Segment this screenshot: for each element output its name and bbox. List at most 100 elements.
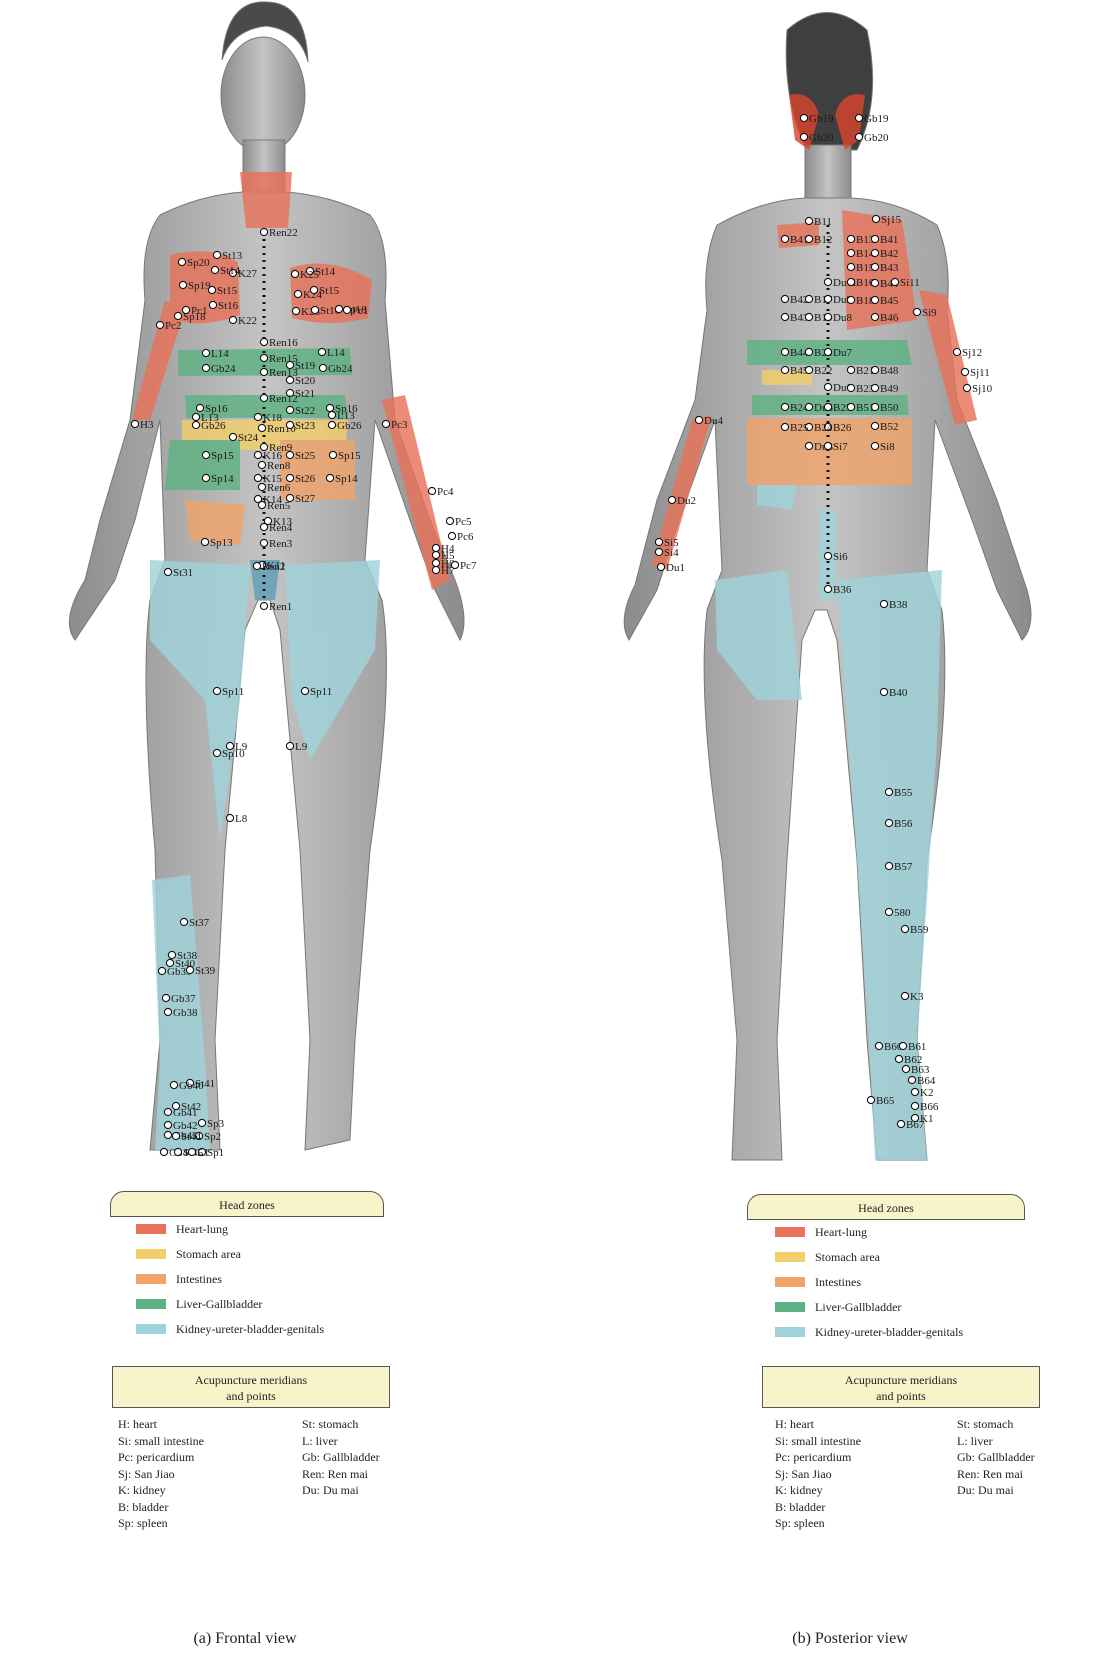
posterior-point-label: Si6 xyxy=(833,551,848,563)
frontal-point-marker xyxy=(198,1119,205,1126)
intestines-swatch-b xyxy=(775,1277,805,1287)
frontal-point-label: Ren16 xyxy=(269,337,298,349)
frontal-point-label: Sp11 xyxy=(310,686,332,698)
posterior-point-label: Si8 xyxy=(880,441,895,453)
frontal-point-label: Ren2 xyxy=(262,561,285,573)
frontal-point-label: L9 xyxy=(295,741,308,753)
posterior-point-marker xyxy=(891,278,898,285)
posterior-point-label: Du8 xyxy=(833,312,852,324)
frontal-point-label: St19 xyxy=(295,360,316,372)
posterior-point-label: Du4 xyxy=(704,415,723,427)
frontal-point-marker xyxy=(258,501,265,508)
abbr-left-a: H: heart Si: small intestine Pc: pericar… xyxy=(118,1416,204,1532)
posterior-point-marker xyxy=(847,403,854,410)
frontal-point-label: Gb40 xyxy=(179,1080,204,1092)
frontal-point-marker xyxy=(382,420,389,427)
frontal-point-label: L14 xyxy=(211,348,229,360)
frontal-point-marker xyxy=(260,354,267,361)
frontal-point-marker xyxy=(226,814,233,821)
frontal-point-label: Pc5 xyxy=(455,516,472,528)
frontal-point-marker xyxy=(170,1081,177,1088)
frontal-point-marker xyxy=(260,338,267,345)
frontal-point-label: St22 xyxy=(295,405,315,417)
posterior-point-marker xyxy=(805,217,812,224)
frontal-point-label: Sp15 xyxy=(338,450,361,462)
frontal-point-marker xyxy=(260,523,267,530)
posterior-point-label: Si11 xyxy=(900,277,920,289)
abbr-left-b: H: heart Si: small intestine Pc: pericar… xyxy=(775,1416,861,1532)
frontal-point-label: Pc4 xyxy=(437,486,454,498)
posterior-point-marker xyxy=(847,278,854,285)
posterior-point-marker xyxy=(655,548,662,555)
frontal-point-label: Gb24 xyxy=(211,363,236,375)
posterior-point-marker xyxy=(913,308,920,315)
posterior-point-label: Gb20 xyxy=(809,132,834,144)
intestines-swatch xyxy=(136,1274,166,1284)
posterior-point-label: B42 xyxy=(880,248,898,260)
posterior-point-marker xyxy=(902,1065,909,1072)
posterior-point-label: B50 xyxy=(880,402,899,414)
posterior-point-label: B36 xyxy=(833,584,852,596)
frontal-point-label: K25 xyxy=(300,269,319,281)
frontal-point-marker xyxy=(286,742,293,749)
posterior-point-label: K3 xyxy=(910,991,924,1003)
posterior-point-marker xyxy=(695,416,702,423)
posterior-point-marker xyxy=(871,235,878,242)
frontal-point-marker xyxy=(164,1131,171,1138)
frontal-point-label: K27 xyxy=(238,268,257,280)
posterior-point-label: B43 xyxy=(880,262,899,274)
posterior-point-marker xyxy=(871,366,878,373)
frontal-point-marker xyxy=(451,561,458,568)
posterior-point-marker xyxy=(871,263,878,270)
frontal-point-label: St37 xyxy=(189,917,210,929)
posterior-point-label: Si7 xyxy=(833,441,848,453)
frontal-point-marker xyxy=(343,306,350,313)
frontal-point-marker xyxy=(211,266,218,273)
posterior-point-label: B65 xyxy=(876,1095,895,1107)
frontal-point-label: Ren8 xyxy=(267,460,291,472)
posterior-point-label: Gb19 xyxy=(809,113,834,125)
posterior-point-marker xyxy=(880,600,887,607)
frontal-point-marker xyxy=(208,286,215,293)
posterior-point-marker xyxy=(871,279,878,286)
frontal-point-marker xyxy=(254,413,261,420)
frontal-point-label: St25 xyxy=(295,450,316,462)
frontal-point-marker xyxy=(158,967,165,974)
frontal-point-marker xyxy=(229,433,236,440)
posterior-point-label: B45 xyxy=(880,295,899,307)
posterior-point-label: Sj11 xyxy=(970,367,990,379)
frontal-point-marker xyxy=(253,562,260,569)
frontal-point-marker xyxy=(301,687,308,694)
frontal-point-marker xyxy=(286,421,293,428)
frontal-panel: Ren22Sp20St13K27St14K25Sp19St14St15K24St… xyxy=(0,0,557,1656)
frontal-point-label: St26 xyxy=(295,473,316,485)
frontal-point-marker xyxy=(213,687,220,694)
posterior-point-marker xyxy=(897,1120,904,1127)
posterior-point-label: B55 xyxy=(894,787,913,799)
kidney-swatch-b xyxy=(775,1327,805,1337)
frontal-point-label: St44 xyxy=(181,1131,202,1143)
frontal-point-marker xyxy=(254,451,261,458)
posterior-point-marker xyxy=(805,295,812,302)
frontal-point-marker xyxy=(258,483,265,490)
posterior-point-label: B12 xyxy=(814,234,832,246)
frontal-point-marker xyxy=(213,749,220,756)
frontal-point-label: Ren4 xyxy=(269,522,293,534)
posterior-point-marker xyxy=(847,235,854,242)
frontal-point-label: St21 xyxy=(295,388,315,400)
posterior-point-label: 580 xyxy=(894,907,911,919)
frontal-point-marker xyxy=(180,918,187,925)
frontal-point-marker xyxy=(335,305,342,312)
posterior-point-label: K2 xyxy=(920,1087,933,1099)
frontal-point-label: Gb26 xyxy=(201,420,226,432)
posterior-point-label: B38 xyxy=(889,599,908,611)
frontal-point-label: Ren3 xyxy=(269,538,293,550)
posterior-point-marker xyxy=(867,1096,874,1103)
frontal-point-label: Sp14 xyxy=(335,473,358,485)
frontal-point-label: Ren22 xyxy=(269,227,298,239)
frontal-point-marker xyxy=(192,413,199,420)
posterior-point-marker xyxy=(911,1102,918,1109)
frontal-point-label: Sp11 xyxy=(222,686,244,698)
frontal-point-marker xyxy=(432,551,439,558)
